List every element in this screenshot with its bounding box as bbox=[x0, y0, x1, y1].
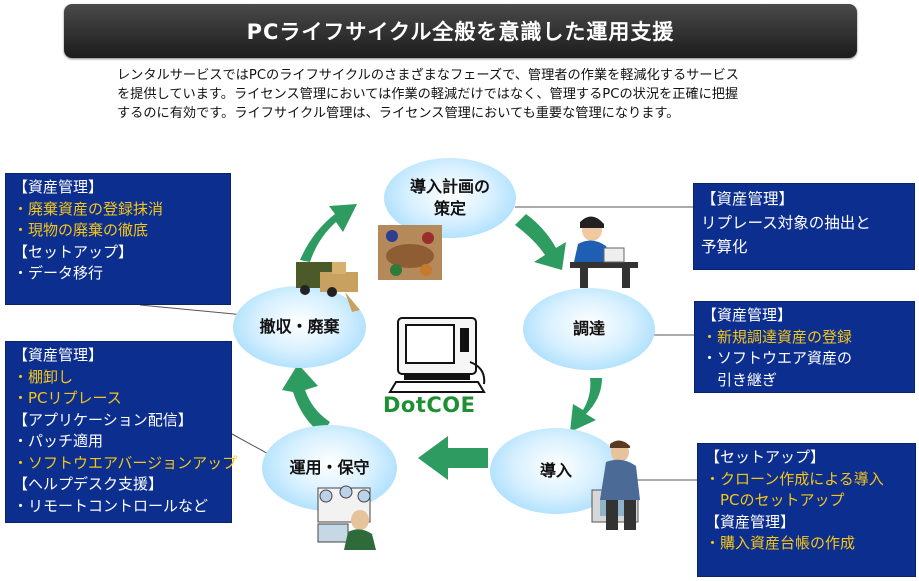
truck-illustration bbox=[296, 262, 360, 312]
info-box-operate: 【資産管理】 ・棚卸し ・PCリプレース 【アプリケーション配信】 ・パッチ適用… bbox=[5, 341, 238, 523]
intro-line: レンタルサービスではPCのライフサイクルのさまざまなフェーズで、管理者の作業を軽… bbox=[117, 68, 739, 83]
info-line: ・現物の廃棄の徹底 bbox=[13, 221, 149, 239]
info-line: 【資産管理】 bbox=[701, 190, 795, 208]
info-line: ・棚卸し bbox=[13, 367, 74, 386]
info-line: 引き継ぎ bbox=[702, 370, 778, 389]
arrow-group bbox=[282, 204, 602, 480]
info-line: ・パッチ適用 bbox=[13, 432, 104, 450]
intro-text: レンタルサービスではPCのライフサイクルのさまざまなフェーズで、管理者の作業を軽… bbox=[117, 66, 837, 123]
cycle-arrow bbox=[515, 214, 566, 270]
intro-line: するのに有効です。ライフサイクル管理は、ライセンス管理においても重要な管理になり… bbox=[117, 106, 680, 121]
intro-line: を提供しています。ライセンス管理においては作業の軽減だけではなく、管理するPCの… bbox=[117, 87, 739, 102]
node-procure: 調達 bbox=[523, 288, 655, 370]
dotcoe-logo: DotCOE bbox=[383, 393, 476, 417]
info-line: 【ヘルプデスク支援】 bbox=[13, 475, 164, 493]
info-box-plan: 【資産管理】 リプレース対象の抽出と 予算化 bbox=[693, 183, 915, 270]
info-line: PCのセットアップ bbox=[705, 491, 845, 509]
office-worker-illustration bbox=[570, 216, 638, 288]
node-label: 策定 bbox=[433, 199, 466, 218]
node-label: 調達 bbox=[572, 319, 605, 338]
node-dispose: 撤収・廃棄 bbox=[233, 286, 366, 368]
info-line: ・ソフトウエア資産の bbox=[702, 349, 853, 367]
info-box-dispose: 【資産管理】 ・廃棄資産の登録抹消 ・現物の廃棄の徹底 【セットアップ】 ・デー… bbox=[5, 173, 231, 305]
technician-illustration bbox=[591, 440, 640, 530]
info-line: 【セットアップ】 bbox=[705, 448, 826, 466]
info-line: ・廃棄資産の登録抹消 bbox=[13, 199, 164, 218]
info-line: 【資産管理】 bbox=[13, 346, 104, 364]
info-line: ・ソフトウエアバージョンアップ bbox=[13, 453, 238, 472]
node-plan: 導入計画の 策定 bbox=[384, 158, 516, 238]
info-line: ・PCリプレース bbox=[13, 389, 122, 407]
info-line: ・データ移行 bbox=[13, 264, 104, 282]
info-line: リプレース対象の抽出と bbox=[701, 214, 871, 232]
node-label: 導入計画の bbox=[409, 177, 490, 196]
info-line: ・クローン作成による導入 bbox=[705, 469, 884, 488]
computer-illustration bbox=[388, 317, 486, 393]
info-line: ・購入資産台帳の作成 bbox=[705, 534, 856, 552]
cycle-arrow bbox=[300, 204, 357, 262]
info-line: 【資産管理】 bbox=[13, 178, 104, 196]
node-label: 撤収・廃棄 bbox=[259, 317, 340, 336]
info-line: 予算化 bbox=[701, 238, 748, 256]
node-label: 導入 bbox=[539, 461, 572, 480]
info-line: ・新規調達資産の登録 bbox=[702, 327, 853, 346]
info-line: 【資産管理】 bbox=[702, 306, 793, 324]
info-box-deploy: 【セットアップ】 ・クローン作成による導入 PCのセットアップ 【資産管理】 ・… bbox=[697, 443, 916, 577]
node-label: 運用・保守 bbox=[289, 458, 370, 477]
info-box-procure: 【資産管理】 ・新規調達資産の登録 ・ソフトウエア資産の 引き継ぎ bbox=[694, 301, 915, 393]
info-line: 【資産管理】 bbox=[705, 512, 796, 531]
info-line: ・リモートコントロールなど bbox=[13, 496, 209, 515]
page-title: PCライフサイクル全般を意識した運用支援 bbox=[64, 4, 857, 58]
info-line: 【セットアップ】 bbox=[13, 242, 134, 261]
cycle-arrow bbox=[418, 436, 488, 480]
helpdesk-illustration bbox=[317, 485, 376, 550]
cycle-arrow bbox=[282, 364, 330, 434]
meeting-illustration bbox=[378, 225, 442, 280]
info-line: 【アプリケーション配信】 bbox=[13, 410, 193, 429]
cycle-arrow bbox=[570, 378, 602, 432]
